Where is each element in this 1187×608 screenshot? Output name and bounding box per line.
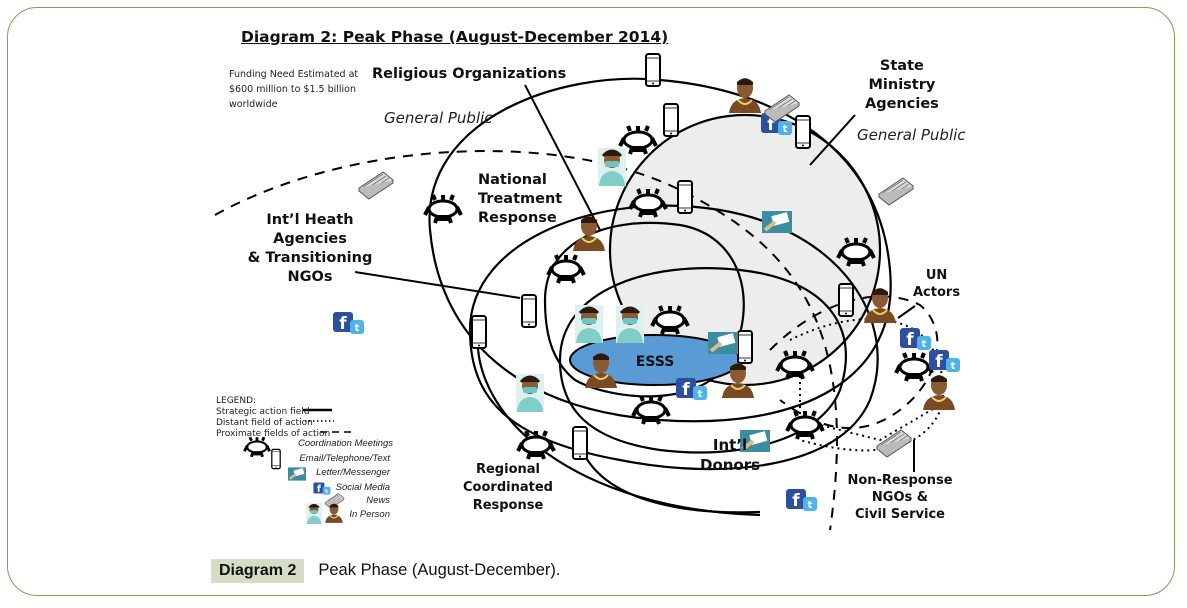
person-icon [572, 215, 606, 252]
caption-text: Peak Phase (August-December). [318, 561, 561, 579]
diagram-title: Diagram 2: Peak Phase (August-December 2… [241, 28, 669, 46]
social-media-icon [929, 350, 960, 372]
phone-icon [795, 115, 811, 149]
legend-social-label: Social Media [335, 482, 390, 493]
general-public-dashed-arc [214, 150, 838, 531]
meeting-table-icon [546, 253, 586, 285]
figure-caption: Diagram 2 Peak Phase (August-December). [211, 557, 561, 584]
social-media-icon [900, 328, 931, 350]
label-intl-health-agencies: Int’l Heath Agencies & Transitioning NGO… [247, 212, 373, 285]
phone-icon [645, 53, 661, 87]
legend-meeting-icon [242, 435, 272, 459]
meeting-table-icon [894, 351, 934, 383]
phone-icon [521, 294, 537, 328]
newspaper-icon [876, 429, 912, 458]
label-state-ministry: State Ministry Agencies [865, 58, 939, 112]
person-icon [728, 77, 762, 114]
religious-organizations-field [428, 77, 892, 423]
intl-health-pointer [354, 271, 521, 299]
caption-tag: Diagram 2 [211, 558, 305, 583]
intl-health-field [468, 204, 879, 471]
proximate-dashed-arc [769, 295, 939, 430]
state-ministry-pointer [809, 114, 856, 166]
religious-pointer [524, 84, 601, 231]
nurse-icon [596, 146, 628, 188]
phone-icon [572, 426, 588, 460]
legend-letter-label: Letter/Messenger [316, 467, 390, 478]
legend-news-label: News [366, 495, 390, 506]
legend-inperson-label: In Person [349, 509, 390, 520]
phone-icon [737, 330, 753, 364]
label-national-treatment: National Treatment Response [478, 172, 563, 226]
phone-icon [663, 103, 679, 137]
nurse-icon [614, 303, 646, 345]
person-icon [922, 374, 956, 411]
label-general-public-left: General Public [384, 109, 493, 127]
label-regional-coordinated: Regional Coordinated Response [463, 462, 553, 513]
regional-response-arc-2 [578, 444, 761, 514]
label-general-public-right: General Public [857, 126, 966, 144]
nurse-icon [514, 372, 546, 414]
figure-frame [7, 7, 1175, 596]
label-non-response-ngos: Non-Response NGOs & Civil Service [847, 473, 953, 522]
label-un-actors: UN Actors [913, 268, 961, 300]
label-religious-organizations: Religious Organizations [372, 66, 567, 82]
phone-icon [677, 180, 693, 214]
phone-icon [838, 283, 854, 317]
newspaper-icon [878, 177, 914, 206]
legend-email-label: Email/Telephone/Text [299, 453, 390, 464]
legend-meetings-label: Coordination Meetings [298, 438, 394, 449]
legend: LEGEND: Strategic action field Distant f… [216, 396, 330, 440]
funding-note: Funding Need Estimated at $600 million t… [229, 69, 359, 110]
letter-icon [760, 209, 794, 235]
nurse-icon [573, 303, 605, 345]
un-actors-pointer [897, 305, 916, 319]
label-intl-donors: Int’l Donors [700, 436, 761, 474]
legend-solid-label: Strategic action field [216, 407, 310, 417]
legend-heading: LEGEND: [216, 396, 257, 406]
legend-dashed-label: Proximate fields of action [216, 429, 331, 439]
intl-donors-field [558, 267, 848, 454]
phone-icon [471, 315, 487, 349]
legend-phone-icon [271, 448, 281, 470]
social-media-icon [786, 489, 817, 511]
esss-label: ESSS [636, 354, 675, 370]
letter-icon [706, 330, 740, 356]
distant-dotted-line [799, 370, 941, 442]
newspaper-icon [358, 171, 394, 200]
social-media-icon [333, 312, 364, 334]
legend-dotted-label: Distant field of action [216, 418, 313, 428]
